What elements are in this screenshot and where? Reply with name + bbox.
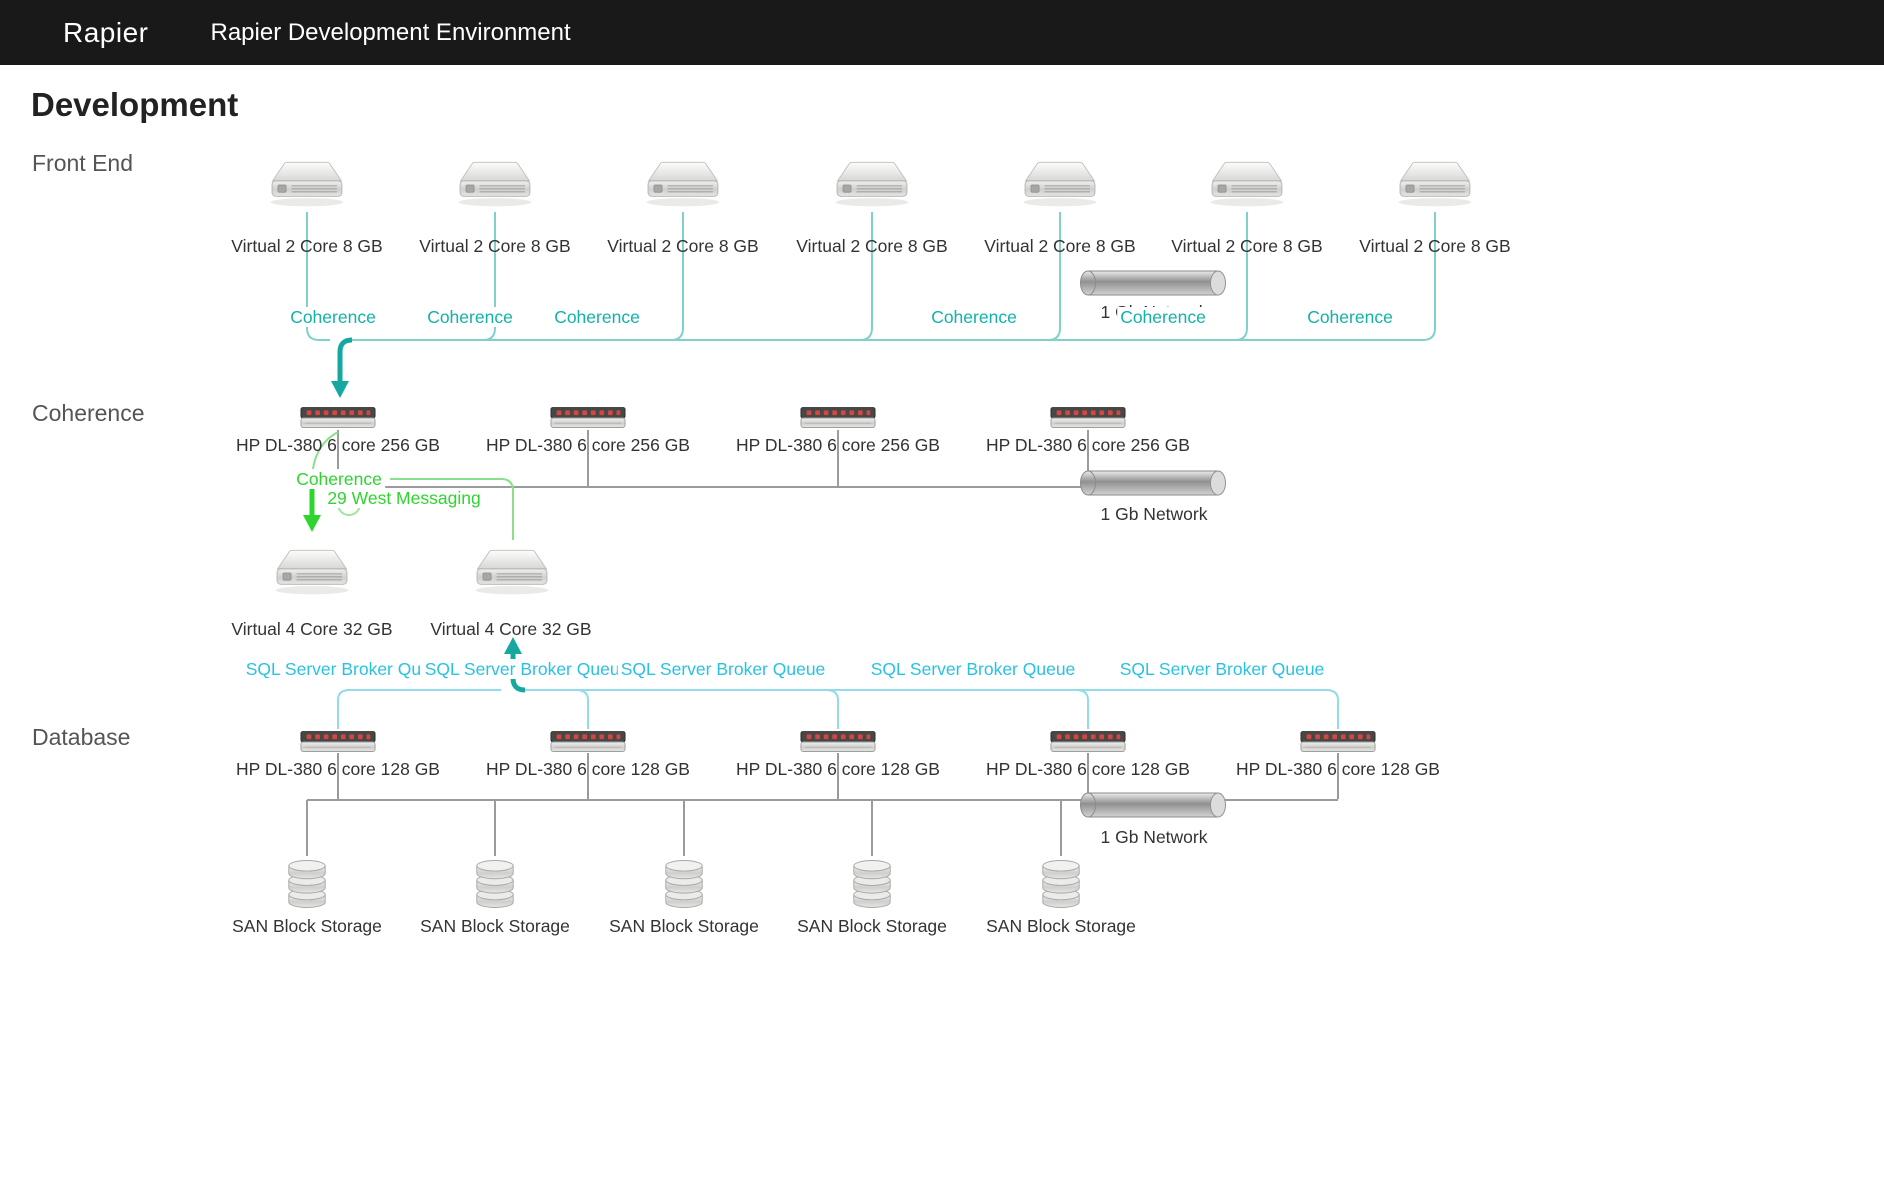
san-storage-label: SAN Block Storage	[609, 916, 759, 936]
edge-label-messaging: 29 West Messaging	[324, 488, 484, 508]
database-server-node[interactable]	[1300, 730, 1376, 755]
virtual-server-icon	[472, 548, 552, 597]
san-storage-label: SAN Block Storage	[232, 916, 382, 936]
frontend-server-label: Virtual 2 Core 8 GB	[984, 236, 1136, 256]
virtual-server-icon	[1395, 160, 1475, 209]
coherence-server-node[interactable]	[300, 406, 376, 431]
frontend-server-node[interactable]	[267, 160, 347, 209]
database-server-label: HP DL-380 6 core 128 GB	[236, 759, 440, 779]
san-storage-node[interactable]	[1038, 856, 1084, 912]
navbar: Rapier Rapier Development Environment	[0, 0, 1884, 65]
san-storage-node[interactable]	[472, 856, 518, 912]
coherence-server-label: HP DL-380 6 core 256 GB	[486, 435, 690, 455]
san-storage-node[interactable]	[661, 856, 707, 912]
network-label: 1 Gb Network	[1100, 504, 1208, 524]
coherence-server-label: HP DL-380 6 core 256 GB	[236, 435, 440, 455]
frontend-server-node[interactable]	[1207, 160, 1287, 209]
database-server-node[interactable]	[1050, 730, 1126, 755]
rack-server-icon	[550, 730, 626, 755]
arrow-down-green-icon	[303, 515, 321, 532]
virtual-server-icon	[1020, 160, 1100, 209]
coherence-server-label: HP DL-380 6 core 256 GB	[986, 435, 1190, 455]
rack-server-icon	[1050, 406, 1126, 431]
tier-label-database: Database	[32, 724, 131, 750]
virtual-server-icon	[1207, 160, 1287, 209]
rack-server-icon	[550, 406, 626, 431]
network-pipe-icon[interactable]	[1080, 468, 1226, 498]
coherence-server-node[interactable]	[800, 406, 876, 431]
frontend-server-node[interactable]	[1020, 160, 1100, 209]
frontend-server-label: Virtual 2 Core 8 GB	[1171, 236, 1323, 256]
rack-server-icon	[1050, 730, 1126, 755]
frontend-server-label: Virtual 2 Core 8 GB	[796, 236, 948, 256]
frontend-server-node[interactable]	[1395, 160, 1475, 209]
coherence-server-node[interactable]	[1050, 406, 1126, 431]
database-server-node[interactable]	[800, 730, 876, 755]
edge-label-coherence: Coherence	[928, 307, 1020, 327]
edge-label-sql-broker: SQL Server Broker Queue	[242, 659, 454, 679]
frontend-server-node[interactable]	[643, 160, 723, 209]
tier-label-coherence: Coherence	[32, 400, 145, 426]
san-storage-icon	[1038, 856, 1084, 912]
frontend-server-node[interactable]	[832, 160, 912, 209]
nav-title: Rapier Development Environment	[210, 18, 571, 46]
network-pipe-icon[interactable]	[1080, 268, 1226, 298]
edge-label-coherence: Coherence	[551, 307, 643, 327]
frontend-server-node[interactable]	[455, 160, 535, 209]
messaging-vm-node[interactable]	[272, 548, 352, 597]
tier-label-frontend: Front End	[32, 150, 133, 176]
frontend-server-label: Virtual 2 Core 8 GB	[607, 236, 759, 256]
database-server-label: HP DL-380 6 core 128 GB	[486, 759, 690, 779]
edge-label-coherence: Coherence	[1117, 307, 1209, 327]
san-storage-label: SAN Block Storage	[797, 916, 947, 936]
edge-label-sql-broker: SQL Server Broker Queue	[617, 659, 829, 679]
coherence-server-node[interactable]	[550, 406, 626, 431]
san-storage-icon	[849, 856, 895, 912]
rack-server-icon	[300, 406, 376, 431]
messaging-vm-label: Virtual 4 Core 32 GB	[430, 619, 592, 639]
messaging-vm-node[interactable]	[472, 548, 552, 597]
frontend-server-label: Virtual 2 Core 8 GB	[231, 236, 383, 256]
edge-label-sql-broker: SQL Server Broker Queue	[1116, 659, 1328, 679]
network-label: 1 Gb Network	[1100, 827, 1208, 847]
database-server-node[interactable]	[550, 730, 626, 755]
san-storage-label: SAN Block Storage	[420, 916, 570, 936]
messaging-vm-label: Virtual 4 Core 32 GB	[231, 619, 393, 639]
page-title: Development	[31, 86, 239, 123]
database-server-label: HP DL-380 6 core 128 GB	[736, 759, 940, 779]
rack-server-icon	[800, 406, 876, 431]
frontend-server-label: Virtual 2 Core 8 GB	[419, 236, 571, 256]
edge-label-coherence: Coherence	[1304, 307, 1396, 327]
san-storage-icon	[661, 856, 707, 912]
database-server-label: HP DL-380 6 core 128 GB	[1236, 759, 1440, 779]
database-server-node[interactable]	[300, 730, 376, 755]
edge-label-coherence: Coherence	[287, 307, 379, 327]
arrow-down-icon	[331, 381, 349, 398]
san-storage-icon	[472, 856, 518, 912]
san-storage-node[interactable]	[849, 856, 895, 912]
virtual-server-icon	[267, 160, 347, 209]
network-pipe-icon[interactable]	[1080, 790, 1226, 820]
san-storage-icon	[284, 856, 330, 912]
rack-server-icon	[1300, 730, 1376, 755]
edge-label-sql-broker: SQL Server Broker Queue	[421, 659, 633, 679]
san-storage-node[interactable]	[284, 856, 330, 912]
edge-label-sql-broker: SQL Server Broker Queue	[867, 659, 1079, 679]
rack-server-icon	[800, 730, 876, 755]
virtual-server-icon	[455, 160, 535, 209]
virtual-server-icon	[832, 160, 912, 209]
rack-server-icon	[300, 730, 376, 755]
app-brand[interactable]: Rapier	[63, 16, 149, 48]
edge-label-coherence: Coherence	[424, 307, 516, 327]
database-server-label: HP DL-380 6 core 128 GB	[986, 759, 1190, 779]
virtual-server-icon	[272, 548, 352, 597]
coherence-server-label: HP DL-380 6 core 256 GB	[736, 435, 940, 455]
san-storage-label: SAN Block Storage	[986, 916, 1136, 936]
edge-label-coherence-green: Coherence	[293, 469, 385, 489]
virtual-server-icon	[643, 160, 723, 209]
frontend-server-label: Virtual 2 Core 8 GB	[1359, 236, 1511, 256]
